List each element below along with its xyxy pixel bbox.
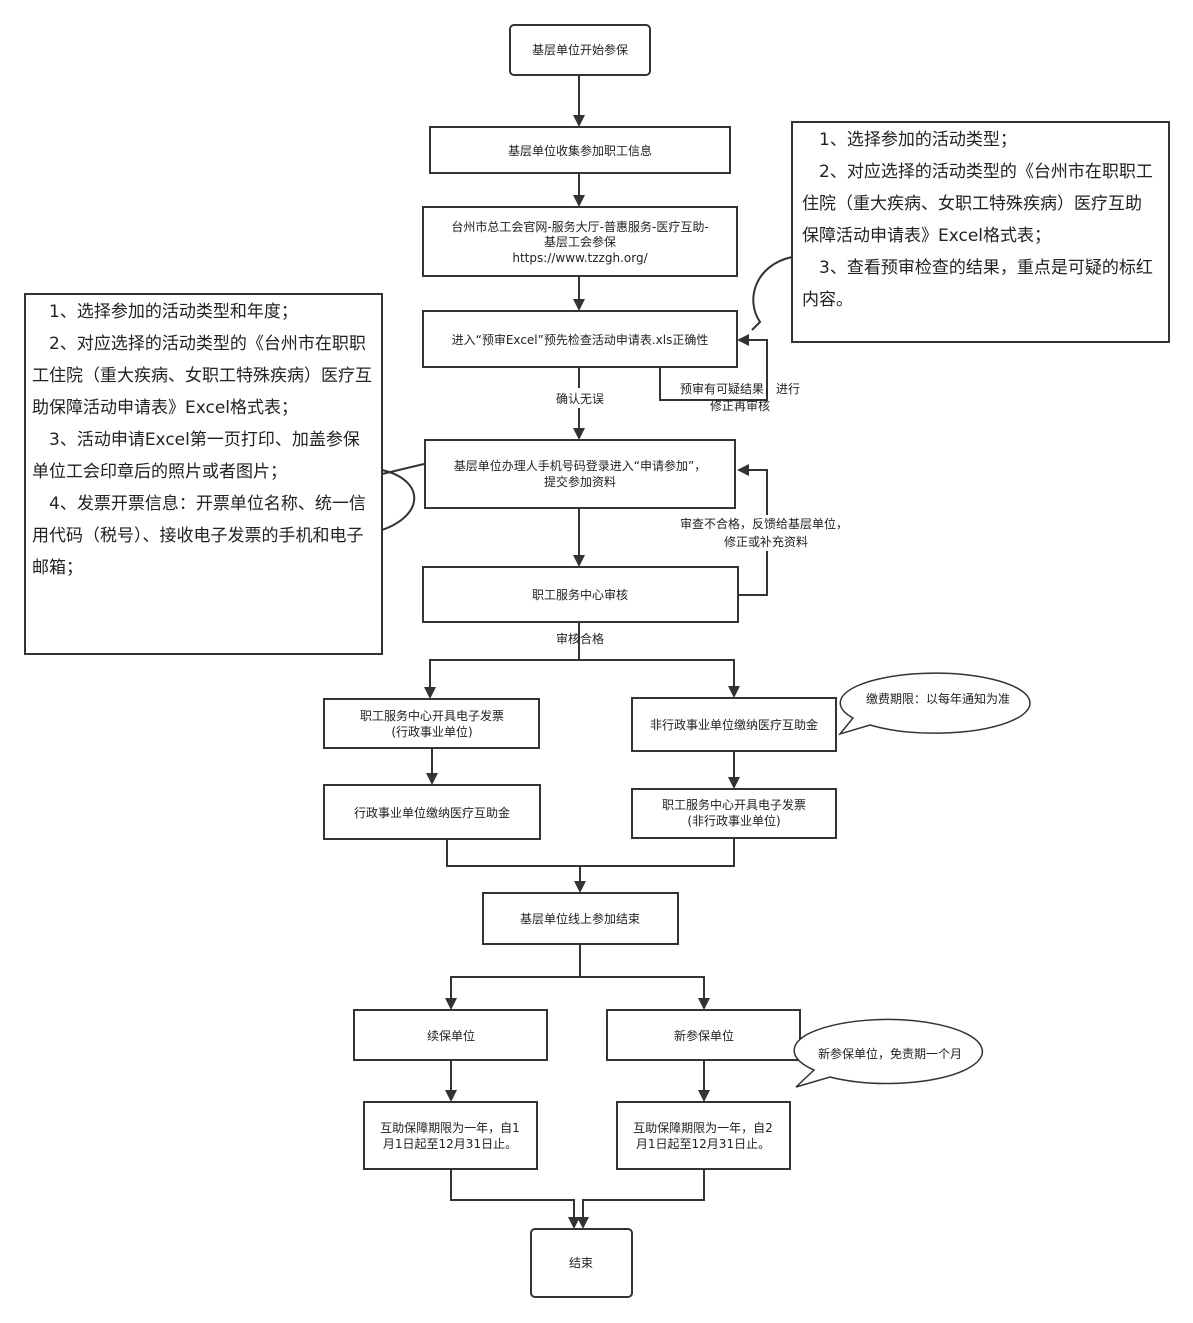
edge-merge-online-end: [446, 838, 735, 883]
node-apply-line1: 基层单位办理人手机号码登录进入“申请参加”，: [454, 458, 706, 473]
callout-new-exempt-label: 新参保单位，免责期一个月: [818, 1046, 962, 1061]
node-precheck: 进入“预审Excel”预先检查活动申请表.xls正确性: [422, 310, 738, 368]
node-renew: 续保单位: [353, 1009, 548, 1061]
node-website-line2: 基层工会参保: [544, 234, 616, 249]
node-end-label: 结束: [569, 1256, 593, 1270]
node-invoice-nonadmin-line2: (非行政事业单位): [687, 813, 780, 828]
note-left-item-1: 1、选择参加的活动类型和年度；: [49, 302, 298, 322]
node-invoice-admin-line2: (行政事业单位): [391, 724, 472, 739]
node-new-unit: 新参保单位: [606, 1009, 801, 1061]
node-period-new: 互助保障期限为一年，自2 月1日起至12月31日止。: [616, 1101, 791, 1170]
node-start: 基层单位开始参保: [509, 24, 651, 76]
node-precheck-label: 进入“预审Excel”预先检查活动申请表.xls正确性: [452, 332, 709, 347]
node-pay-nonadmin: 非行政事业单位缴纳医疗互助金: [631, 697, 837, 752]
node-end: 结束: [530, 1228, 633, 1298]
note-left-frame: [24, 293, 383, 655]
note-right-pointer: [751, 256, 793, 331]
node-renew-label: 续保单位: [427, 1028, 475, 1043]
node-period-new-line2: 月1日起至12月31日止。: [636, 1137, 770, 1151]
node-collect: 基层单位收集参加职工信息: [429, 126, 731, 174]
edge-label-precheck-loop-2: 修正再审核: [710, 398, 770, 413]
node-start-label: 基层单位开始参保: [532, 42, 628, 57]
edge-online-split: [450, 944, 705, 1000]
callout-payment-period: 缴费期限：以每年通知为准: [837, 672, 1031, 736]
node-online-end-label: 基层单位线上参加结束: [520, 911, 640, 926]
node-review: 职工服务中心审核: [422, 566, 739, 623]
edge-to-end: [450, 1169, 705, 1219]
edge-label-confirm: 确认无误: [556, 392, 604, 406]
note-left-item-4: 4、发票开票信息：开票单位名称、统一信用代码（税号）、接收电子发票的手机和电子邮…: [32, 494, 366, 578]
node-website-url: https://www.tzzgh.org/: [512, 251, 648, 265]
edge-label-review-loop-2: 修正或补充资料: [724, 534, 808, 549]
node-apply: 基层单位办理人手机号码登录进入“申请参加”， 提交参加资料: [424, 439, 736, 509]
note-left-item-3: 3、活动申请Excel第一页打印、加盖参保单位工会印章后的照片或者图片；: [32, 430, 360, 482]
node-pay-nonadmin-label: 非行政事业单位缴纳医疗互助金: [650, 717, 818, 732]
callout-new-exempt: 新参保单位，免责期一个月: [793, 1018, 984, 1088]
node-new-unit-label: 新参保单位: [674, 1028, 734, 1043]
edge-precheck-loop: [659, 339, 768, 401]
node-invoice-admin: 职工服务中心开具电子发票 (行政事业单位): [323, 698, 540, 749]
node-period-new-line1: 互助保障期限为一年，自2: [633, 1120, 773, 1135]
note-left-item-2: 2、对应选择的活动类型的《台州市在职职工住院（重大疾病、女职工特殊疾病）医疗互助…: [32, 334, 372, 418]
edge-label-review-loop-1: 审查不合格，反馈给基层单位，: [680, 516, 848, 531]
node-invoice-nonadmin-line1: 职工服务中心开具电子发票: [662, 797, 806, 812]
node-website-line1: 台州市总工会官网-服务大厅-普惠服务-医疗互助-: [451, 219, 708, 234]
note-right-item-1: 1、选择参加的活动类型；: [819, 130, 1017, 150]
node-invoice-nonadmin: 职工服务中心开具电子发票 (非行政事业单位): [631, 788, 837, 839]
edge-label-precheck-loop-1: 预审有可疑结果，进行: [680, 381, 800, 396]
node-period-renew: 互助保障期限为一年，自1 月1日起至12月31日止。: [363, 1101, 538, 1170]
edge-review-split: [429, 622, 735, 689]
node-pay-admin: 行政事业单位缴纳医疗互助金: [323, 784, 541, 840]
node-pay-admin-label: 行政事业单位缴纳医疗互助金: [354, 805, 510, 820]
node-website: 台州市总工会官网-服务大厅-普惠服务-医疗互助- 基层工会参保 https://…: [422, 206, 738, 277]
callout-payment-period-label: 缴费期限：以每年通知为准: [866, 691, 1010, 706]
node-apply-line2: 提交参加资料: [544, 474, 616, 489]
note-right-frame: [791, 121, 1170, 343]
node-invoice-admin-line1: 职工服务中心开具电子发票: [360, 708, 504, 723]
node-review-label: 职工服务中心审核: [532, 587, 628, 602]
note-right-item-3: 3、查看预审检查的结果，重点是可疑的标红内容。: [802, 258, 1153, 310]
edge-label-pass: 审核合格: [556, 631, 604, 646]
note-left: 1、选择参加的活动类型和年度； 2、对应选择的活动类型的《台州市在职职工住院（重…: [32, 296, 374, 584]
node-online-end: 基层单位线上参加结束: [482, 892, 679, 945]
note-left-pointer: [381, 469, 416, 531]
note-right: 1、选择参加的活动类型； 2、对应选择的活动类型的《台州市在职职工住院（重大疾病…: [802, 124, 1154, 316]
note-right-item-2: 2、对应选择的活动类型的《台州市在职职工住院（重大疾病、女职工特殊疾病）医疗互助…: [802, 162, 1153, 246]
node-collect-label: 基层单位收集参加职工信息: [508, 143, 652, 158]
node-period-renew-line2: 月1日起至12月31日止。: [383, 1137, 517, 1151]
node-period-renew-line1: 互助保障期限为一年，自1: [380, 1120, 520, 1135]
